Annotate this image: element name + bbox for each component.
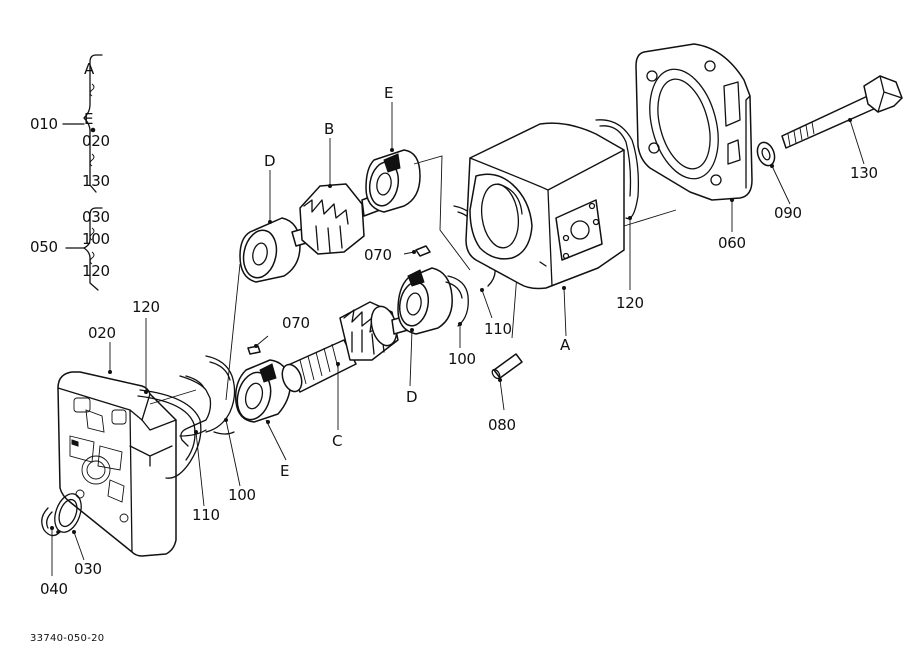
bolt-130	[781, 75, 903, 149]
callout-b: B	[324, 120, 334, 138]
callout-110-left: 110	[192, 506, 220, 524]
washer-030	[54, 493, 82, 533]
callout-060: 060	[718, 234, 746, 252]
callout-100-left: 100	[228, 486, 256, 504]
range-mid-start: 020	[82, 132, 110, 150]
callout-d-top: D	[264, 152, 276, 170]
callout-100-right: 100	[448, 350, 476, 368]
range-mid-end: 130	[82, 172, 110, 190]
callout-c: C	[332, 432, 343, 450]
range-sub-mid: 100	[82, 230, 110, 248]
assembly-number-010: 010	[30, 115, 58, 133]
callout-110-right: 110	[484, 320, 512, 338]
leader-lines	[50, 102, 865, 576]
callout-030: 030	[74, 560, 102, 578]
callout-120-right: 120	[616, 294, 644, 312]
callout-130: 130	[850, 164, 878, 182]
backup-ring-110-left	[179, 375, 212, 447]
callout-a: A	[560, 336, 570, 354]
rear-cover-060	[635, 43, 753, 201]
pin-070-right	[415, 245, 431, 257]
callout-070-mid: 070	[282, 314, 310, 332]
callout-080: 080	[488, 416, 516, 434]
callout-070-right: 070	[364, 246, 392, 264]
callout-090: 090	[774, 204, 802, 222]
range-sub-end: 120	[82, 262, 110, 280]
assembly-bracket	[62, 54, 103, 291]
figure-code: 33740-050-20	[30, 633, 105, 644]
snap-ring-040	[41, 507, 61, 537]
gear-case-a	[465, 122, 625, 290]
callout-020: 020	[88, 324, 116, 342]
pin-080	[491, 353, 523, 380]
range-sub-start: 030	[82, 208, 110, 226]
range-top-start: A	[84, 60, 94, 78]
o-ring-120-right	[595, 119, 640, 220]
callout-e-bottom: E	[280, 462, 290, 480]
bushing-e-bottom	[234, 359, 291, 423]
bushing-d-mid	[397, 267, 453, 335]
front-cover-020	[57, 371, 177, 557]
range-top-end: E	[84, 110, 94, 128]
drive-shaft-gear-c	[281, 301, 409, 393]
pin-070-mid	[247, 345, 261, 355]
sub-assembly-number-050: 050	[30, 238, 58, 256]
callout-d-mid: D	[406, 388, 418, 406]
washer-090	[756, 141, 776, 167]
seal-100-left	[205, 355, 236, 435]
callout-120-left: 120	[132, 298, 160, 316]
callout-040: 040	[40, 580, 68, 598]
bushing-e-top	[365, 149, 421, 213]
bushing-d-top	[239, 217, 301, 283]
seal-100-right	[445, 275, 469, 327]
callout-e-top: E	[384, 84, 394, 102]
